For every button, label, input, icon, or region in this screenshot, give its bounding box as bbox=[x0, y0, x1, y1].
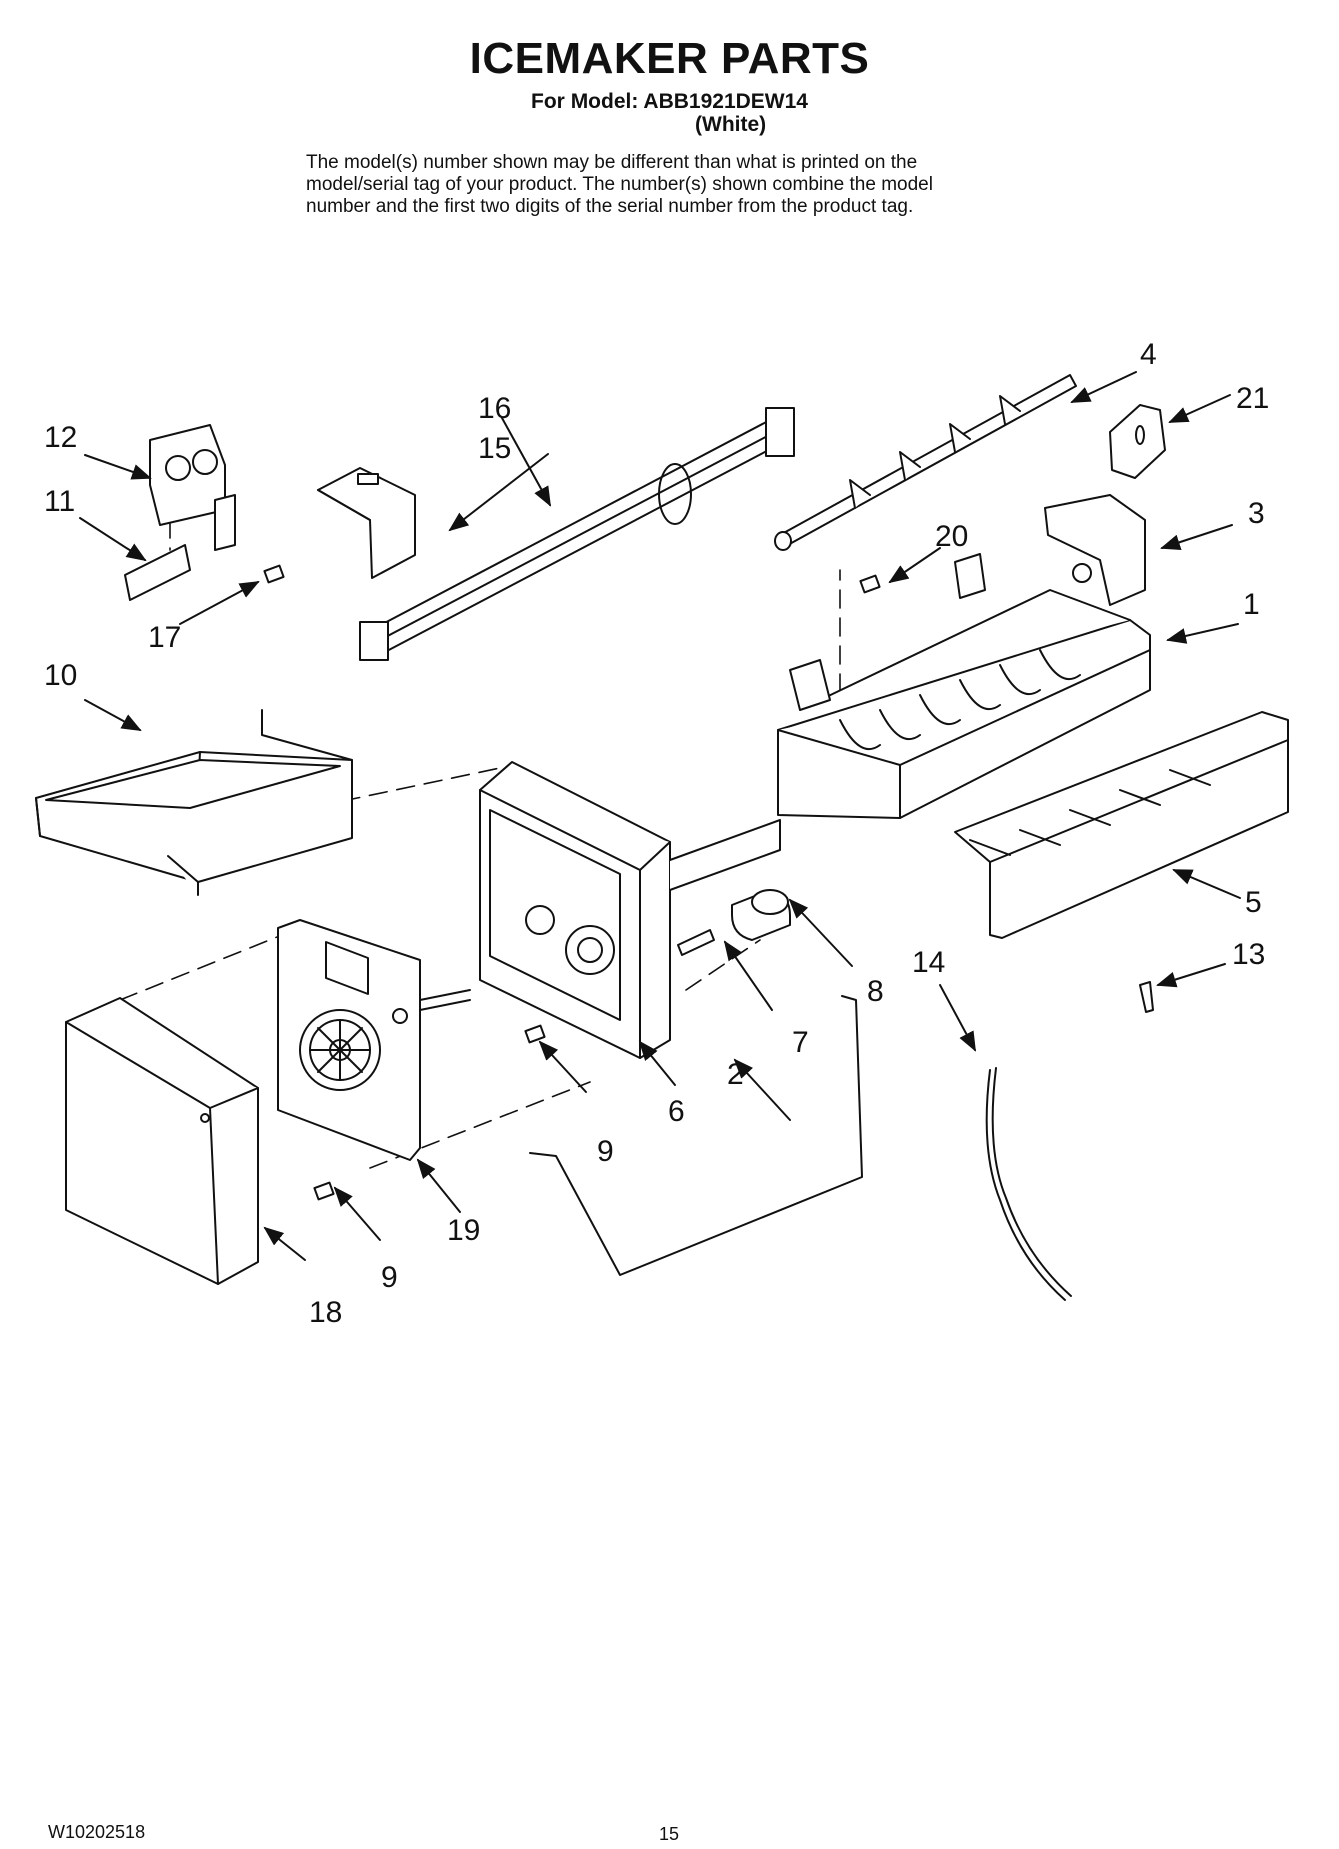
part-bracket bbox=[317, 467, 416, 579]
callout-7: 7 bbox=[792, 1026, 809, 1059]
disclaimer-line: number and the first two digits of the s… bbox=[306, 196, 914, 217]
callout-20: 20 bbox=[935, 520, 968, 553]
page-number: 15 bbox=[659, 1824, 680, 1844]
callout-19: 19 bbox=[447, 1214, 480, 1247]
callout-2: 2 bbox=[727, 1058, 744, 1091]
disclaimer-line: The model(s) number shown may be differe… bbox=[306, 152, 918, 173]
part-cover bbox=[65, 997, 259, 1285]
callout-13: 13 bbox=[1232, 938, 1265, 971]
callout-17: 17 bbox=[148, 621, 181, 654]
leader-arrows bbox=[79, 371, 1241, 1261]
callout-6: 6 bbox=[668, 1095, 685, 1128]
disclaimer-line: model/serial tag of your product. The nu… bbox=[306, 174, 933, 195]
callout-18: 18 bbox=[309, 1296, 342, 1329]
callout-8: 8 bbox=[867, 975, 884, 1008]
disclaimer: The model(s) number shown may be differe… bbox=[306, 152, 1106, 218]
callout-15: 15 bbox=[478, 432, 511, 465]
callout-11: 11 bbox=[44, 485, 75, 518]
callout-5: 5 bbox=[1245, 886, 1262, 919]
callout-14: 14 bbox=[912, 946, 945, 979]
callout-labels: 1 2 3 4 5 6 7 8 9 9 10 11 12 13 14 15 16… bbox=[44, 338, 1269, 1329]
part-valve-bracket bbox=[124, 544, 191, 601]
color-line: (White) bbox=[695, 113, 767, 136]
model-line: For Model: ABB1921DEW14 bbox=[531, 90, 808, 113]
part-fill-tube bbox=[985, 1067, 1072, 1301]
part-stripper bbox=[954, 711, 1289, 939]
part-shutoff-arm bbox=[529, 995, 863, 1276]
part-bearing bbox=[1044, 494, 1146, 606]
part-module-housing bbox=[479, 761, 781, 1059]
part-gear-plate bbox=[277, 919, 471, 1161]
part-screws bbox=[263, 564, 1154, 1201]
part-ice-mold bbox=[777, 553, 1151, 819]
callout-16: 16 bbox=[478, 392, 511, 425]
part-ejector bbox=[774, 374, 1077, 551]
part-wire-harness bbox=[359, 407, 795, 661]
part-thermostat bbox=[731, 889, 791, 941]
part-heater-connector bbox=[677, 929, 715, 956]
page-title: ICEMAKER PARTS bbox=[469, 34, 870, 83]
callout-12: 12 bbox=[44, 421, 77, 454]
part-cam bbox=[1109, 404, 1166, 479]
callout-10: 10 bbox=[44, 659, 77, 692]
callout-4: 4 bbox=[1140, 338, 1157, 371]
document-number: W10202518 bbox=[48, 1822, 146, 1842]
callout-1: 1 bbox=[1243, 588, 1260, 621]
part-ice-bin bbox=[35, 709, 353, 896]
callout-21: 21 bbox=[1236, 382, 1269, 415]
callout-9: 9 bbox=[381, 1261, 398, 1294]
part-water-valve bbox=[149, 424, 236, 551]
callout-3: 3 bbox=[1248, 497, 1265, 530]
callout-9: 9 bbox=[597, 1135, 614, 1168]
